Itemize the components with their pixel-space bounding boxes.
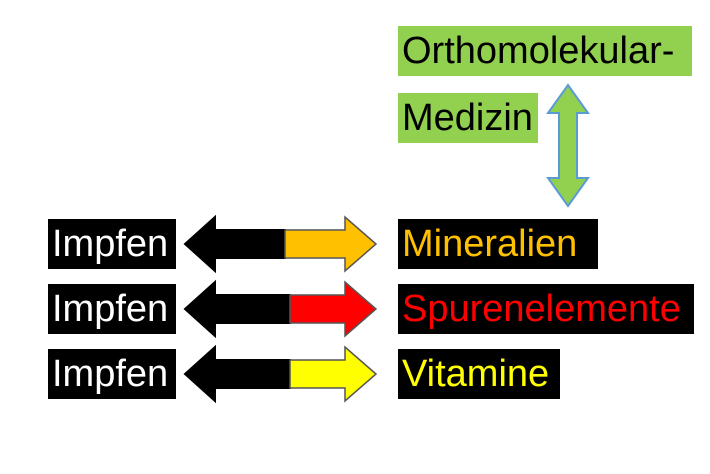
row-3-left-label: Impfen: [48, 349, 176, 399]
row-1-arrow-left-part: [183, 214, 286, 274]
row-2-right-label: Spurenelemente: [398, 284, 694, 334]
row-3-arrow-right-part: [289, 345, 378, 403]
row-3-right-text: Vitamine: [402, 353, 550, 395]
row-2-arrow-right-part: [289, 280, 378, 338]
orthomolekular-text: Orthomolekular-: [402, 30, 675, 72]
medizin-label: Medizin: [398, 93, 538, 143]
row-2-arrow-left-part: [183, 279, 291, 339]
row-1-left-text: Impfen: [52, 223, 169, 265]
row-2-left-text: Impfen: [52, 288, 169, 330]
row-3-double-arrow: [183, 344, 378, 404]
row-1-right-label: Mineralien: [398, 219, 598, 269]
medizin-text: Medizin: [402, 97, 533, 139]
orthomolekular-label: Orthomolekular-: [398, 26, 692, 76]
row-2-left-label: Impfen: [48, 284, 176, 334]
row-3-arrow-left-part: [183, 344, 291, 404]
row-3-left-text: Impfen: [52, 353, 169, 395]
vertical-double-arrow: [546, 83, 590, 208]
row-1-arrow-right-part: [284, 215, 378, 273]
row-2-double-arrow: [183, 279, 378, 339]
row-1-right-text: Mineralien: [402, 223, 578, 265]
row-2-right-text: Spurenelemente: [402, 288, 681, 330]
row-3-right-label: Vitamine: [398, 349, 560, 399]
row-1-double-arrow: [183, 214, 378, 274]
row-1-left-label: Impfen: [48, 219, 176, 269]
